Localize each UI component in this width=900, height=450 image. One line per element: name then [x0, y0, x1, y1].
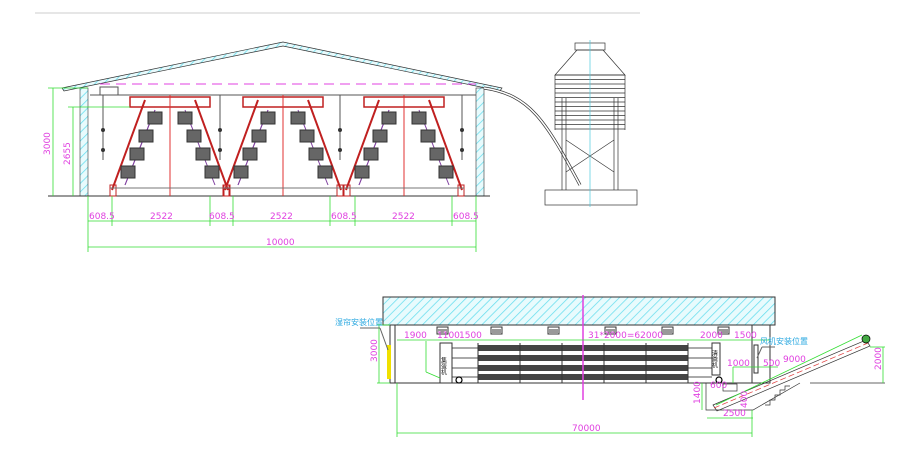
cage — [138, 129, 154, 143]
cage — [120, 165, 136, 179]
feeder-box — [99, 86, 119, 96]
dim-aisle-2: 608.5 — [209, 212, 235, 222]
cage — [204, 165, 220, 179]
dim-70000: 70000 — [572, 424, 601, 434]
dim-500: 500 — [763, 359, 780, 369]
right-wall — [475, 87, 485, 197]
egg-collector-label: 集蛋机 — [440, 356, 447, 376]
motor-icon-2 — [715, 376, 723, 384]
fan — [753, 344, 759, 374]
motor-icon — [455, 376, 463, 384]
dim-1400: 1400 — [693, 381, 703, 404]
manure-conveyor — [705, 334, 885, 412]
egg-collector-box — [439, 342, 453, 384]
dim-10000: 10000 — [266, 238, 295, 248]
dim-3000-plan: 3000 — [370, 339, 380, 362]
dim-1500-b: 1500 — [734, 331, 757, 341]
dim-9000: 9000 — [783, 355, 806, 365]
dim-aisle-3: 608.5 — [331, 212, 357, 222]
cage — [354, 165, 370, 179]
cage — [317, 165, 333, 179]
cage — [363, 147, 379, 161]
cage — [186, 129, 202, 143]
cage — [438, 165, 454, 179]
dim-2500: 2500 — [723, 409, 746, 419]
dim-2000-rise: 2000 — [874, 347, 884, 370]
dim-aisle-4: 608.5 — [453, 212, 479, 222]
cage — [290, 111, 306, 125]
cage — [195, 147, 211, 161]
manure-machine-label: 清粪机 — [711, 349, 718, 369]
cage — [233, 165, 249, 179]
dim-1100: 1100 — [437, 331, 460, 341]
cooling-pad — [387, 345, 391, 379]
left-wall — [79, 87, 89, 197]
dim-2000: 2000 — [700, 331, 723, 341]
cage — [242, 147, 258, 161]
cage — [411, 111, 427, 125]
cage — [147, 111, 163, 125]
cage — [381, 111, 397, 125]
plan-view: 集蛋机 清粪机 湿帘 — [335, 295, 885, 437]
cage — [260, 111, 276, 125]
dim-2655: 2655 — [63, 142, 73, 165]
cage-unit — [109, 95, 231, 197]
dim-cage-3: 2522 — [392, 212, 415, 222]
roof-plan — [382, 296, 776, 326]
dim-600: 600 — [710, 381, 727, 391]
cage — [420, 129, 436, 143]
cage-unit — [343, 95, 465, 197]
cage-unit — [222, 95, 344, 197]
dim-400: 400 — [740, 391, 750, 408]
feed-silo — [483, 40, 638, 207]
section-view: 3000 2655 608.5 2522 608.5 2522 608.5 25… — [43, 41, 503, 252]
cage — [177, 111, 193, 125]
cage — [129, 147, 145, 161]
cage — [429, 147, 445, 161]
dim-1900: 1900 — [404, 331, 427, 341]
fan-label: 风机安装位置 — [760, 336, 808, 346]
cage — [372, 129, 388, 143]
dim-cage-2: 2522 — [270, 212, 293, 222]
cage — [299, 129, 315, 143]
dim-cage-1: 2522 — [150, 212, 173, 222]
dim-1000: 1000 — [727, 359, 750, 369]
dim-aisle-1: 608.5 — [89, 212, 115, 222]
dim-1500-a: 1500 — [459, 331, 482, 341]
cage — [308, 147, 324, 161]
cooling-pad-label: 湿帘安装位置 — [335, 317, 383, 327]
dim-3000: 3000 — [43, 132, 53, 155]
dim-cages: 31*2000=62000 — [588, 331, 663, 341]
cage — [251, 129, 267, 143]
manure-machine-box — [711, 342, 721, 376]
